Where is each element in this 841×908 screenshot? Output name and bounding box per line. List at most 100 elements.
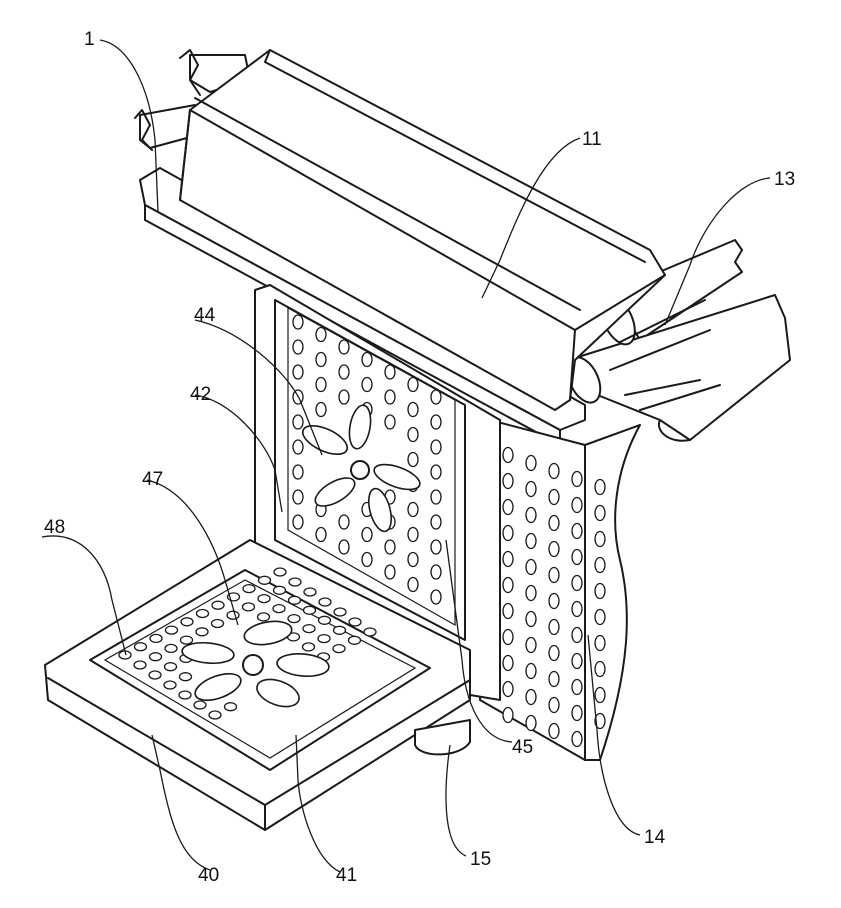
vent-hole bbox=[431, 515, 441, 529]
vent-hole bbox=[385, 365, 395, 379]
vent-hole bbox=[259, 576, 271, 584]
ref-numeral-44: 44 bbox=[194, 306, 215, 325]
vent-hole bbox=[503, 526, 513, 541]
vent-hole bbox=[334, 608, 346, 616]
vent-hole bbox=[526, 534, 536, 549]
vent-hole bbox=[196, 628, 208, 636]
vent-hole bbox=[194, 701, 206, 709]
vent-hole bbox=[572, 550, 582, 565]
vent-hole bbox=[362, 353, 372, 367]
vent-hole bbox=[595, 532, 605, 547]
vent-hole bbox=[526, 664, 536, 679]
vent-hole bbox=[572, 654, 582, 669]
vent-hole bbox=[316, 378, 326, 392]
vent-hole bbox=[212, 601, 224, 609]
vent-hole bbox=[258, 595, 270, 603]
vent-hole bbox=[549, 516, 559, 531]
ref-numeral-48: 48 bbox=[44, 518, 65, 537]
vent-hole bbox=[319, 598, 331, 606]
vent-hole bbox=[339, 540, 349, 554]
vent-hole bbox=[385, 390, 395, 404]
vent-hole bbox=[503, 552, 513, 567]
vent-hole bbox=[273, 605, 285, 613]
vent-hole bbox=[385, 415, 395, 429]
vent-hole bbox=[339, 340, 349, 354]
vent-hole bbox=[303, 625, 315, 633]
vent-hole bbox=[431, 490, 441, 504]
vent-hole bbox=[526, 638, 536, 653]
vent-hole bbox=[181, 636, 193, 644]
ref-numeral-42: 42 bbox=[190, 385, 211, 404]
vent-hole bbox=[197, 610, 209, 618]
vent-hole bbox=[225, 703, 237, 711]
ref-numeral-13: 13 bbox=[774, 170, 795, 189]
vent-hole bbox=[149, 671, 161, 679]
vent-hole bbox=[572, 524, 582, 539]
vent-hole bbox=[209, 711, 221, 719]
vent-hole bbox=[165, 663, 177, 671]
vent-hole bbox=[572, 602, 582, 617]
vent-hole bbox=[572, 706, 582, 721]
vent-hole bbox=[293, 440, 303, 454]
vent-hole bbox=[595, 610, 605, 625]
vent-hole bbox=[503, 656, 513, 671]
vent-hole bbox=[503, 448, 513, 463]
vent-hole bbox=[503, 604, 513, 619]
vent-hole bbox=[526, 560, 536, 575]
vent-hole bbox=[179, 691, 191, 699]
vent-hole bbox=[181, 618, 193, 626]
vent-hole bbox=[135, 643, 147, 651]
vent-hole bbox=[431, 590, 441, 604]
vent-hole bbox=[316, 403, 326, 417]
vent-hole bbox=[549, 542, 559, 557]
vent-hole bbox=[549, 568, 559, 583]
vent-hole bbox=[408, 428, 418, 442]
vent-hole bbox=[595, 480, 605, 495]
ref-numeral-14: 14 bbox=[644, 828, 665, 847]
vent-hole bbox=[288, 615, 300, 623]
vent-hole bbox=[165, 644, 177, 652]
vent-hole bbox=[318, 635, 330, 643]
vent-hole bbox=[503, 474, 513, 489]
vent-hole bbox=[385, 565, 395, 579]
vent-hole bbox=[293, 515, 303, 529]
vent-hole bbox=[289, 596, 301, 604]
vent-hole bbox=[595, 506, 605, 521]
vent-hole bbox=[243, 603, 255, 611]
vent-hole bbox=[316, 328, 326, 342]
vent-hole bbox=[349, 636, 361, 644]
vent-hole bbox=[526, 586, 536, 601]
vent-hole bbox=[274, 568, 286, 576]
vent-hole bbox=[293, 490, 303, 504]
vent-hole bbox=[303, 643, 315, 651]
vent-hole bbox=[362, 378, 372, 392]
vent-hole bbox=[431, 540, 441, 554]
vent-hole bbox=[319, 616, 331, 624]
vent-hole bbox=[503, 682, 513, 697]
vent-hole bbox=[364, 628, 376, 636]
ref-numeral-47: 47 bbox=[142, 470, 163, 489]
vent-hole bbox=[212, 620, 224, 628]
ref-numeral-45: 45 bbox=[512, 738, 533, 757]
vent-hole bbox=[503, 578, 513, 593]
vent-hole bbox=[166, 626, 178, 634]
vent-hole bbox=[549, 490, 559, 505]
vent-hole bbox=[385, 540, 395, 554]
ref-numeral-1: 1 bbox=[84, 30, 95, 49]
vent-hole bbox=[526, 716, 536, 731]
vent-hole bbox=[289, 578, 301, 586]
vent-hole bbox=[304, 588, 316, 596]
vent-hole bbox=[549, 464, 559, 479]
vent-hole bbox=[549, 646, 559, 661]
vent-hole bbox=[549, 594, 559, 609]
vent-hole bbox=[334, 626, 346, 634]
vent-hole bbox=[227, 611, 239, 619]
vent-hole bbox=[293, 365, 303, 379]
vent-hole bbox=[243, 585, 255, 593]
vent-hole bbox=[431, 440, 441, 454]
vent-hole bbox=[408, 453, 418, 467]
vent-hole bbox=[572, 472, 582, 487]
vent-hole bbox=[595, 688, 605, 703]
ref-numeral-41: 41 bbox=[336, 866, 357, 885]
vent-hole bbox=[150, 634, 162, 642]
